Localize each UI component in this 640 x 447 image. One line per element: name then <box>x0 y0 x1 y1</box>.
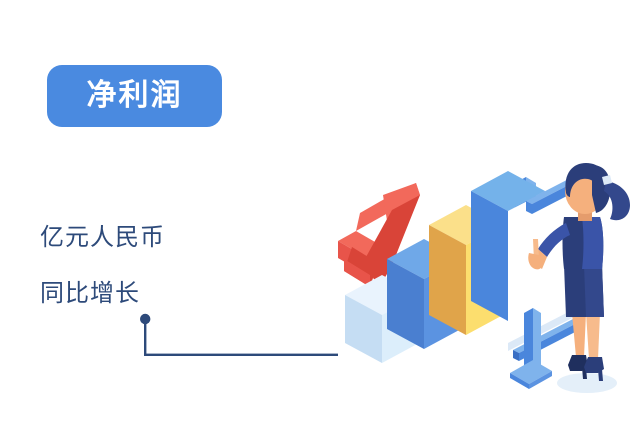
bar-3-left-face <box>429 225 466 335</box>
presenter-shadow <box>557 373 617 393</box>
illustration <box>330 135 640 400</box>
presenter-front-heel <box>598 369 603 381</box>
bar-2-left-face <box>387 259 424 349</box>
presenter-hair-tie <box>602 175 612 185</box>
presenter-arm-sleeve <box>538 223 570 257</box>
connector-vertical-segment <box>144 319 147 356</box>
unit-label: 亿元人民币 <box>40 224 165 251</box>
connector-horizontal-segment <box>144 353 338 356</box>
title-badge: 净利润 <box>47 65 222 127</box>
easel-front-leg <box>510 308 552 389</box>
presenter-front-leg <box>586 313 600 359</box>
woman-presenter <box>528 163 630 381</box>
presenter-ponytail <box>604 181 630 221</box>
arrow-notch-side <box>344 259 370 287</box>
presenter-hand <box>528 253 544 270</box>
red-growth-arrow <box>338 183 420 290</box>
easel-rail-left-cap <box>526 201 532 214</box>
presenter-skirt-highlight <box>584 265 604 317</box>
easel-foot-left <box>510 373 529 389</box>
arrow-head-front <box>366 195 420 290</box>
presenter-jacket-highlight <box>582 217 604 269</box>
easel-bottom-rail-cap <box>513 350 519 361</box>
whiteboard-face <box>508 173 582 351</box>
easel-leg-right-face <box>533 308 541 376</box>
title-badge-label: 净利润 <box>86 79 183 112</box>
bar-4-left-face <box>471 191 508 321</box>
connector-dot <box>140 313 151 325</box>
bar-1-left-face <box>345 295 382 363</box>
presenter-back-leg <box>572 313 586 357</box>
connector-line <box>138 310 348 370</box>
easel-leg-left-face <box>524 308 533 376</box>
easel-foot-right <box>529 371 552 389</box>
illustration-svg <box>338 163 630 393</box>
connector-svg <box>140 313 338 356</box>
easel-foot-top <box>510 360 552 384</box>
growth-label: 同比增长 <box>40 280 140 307</box>
